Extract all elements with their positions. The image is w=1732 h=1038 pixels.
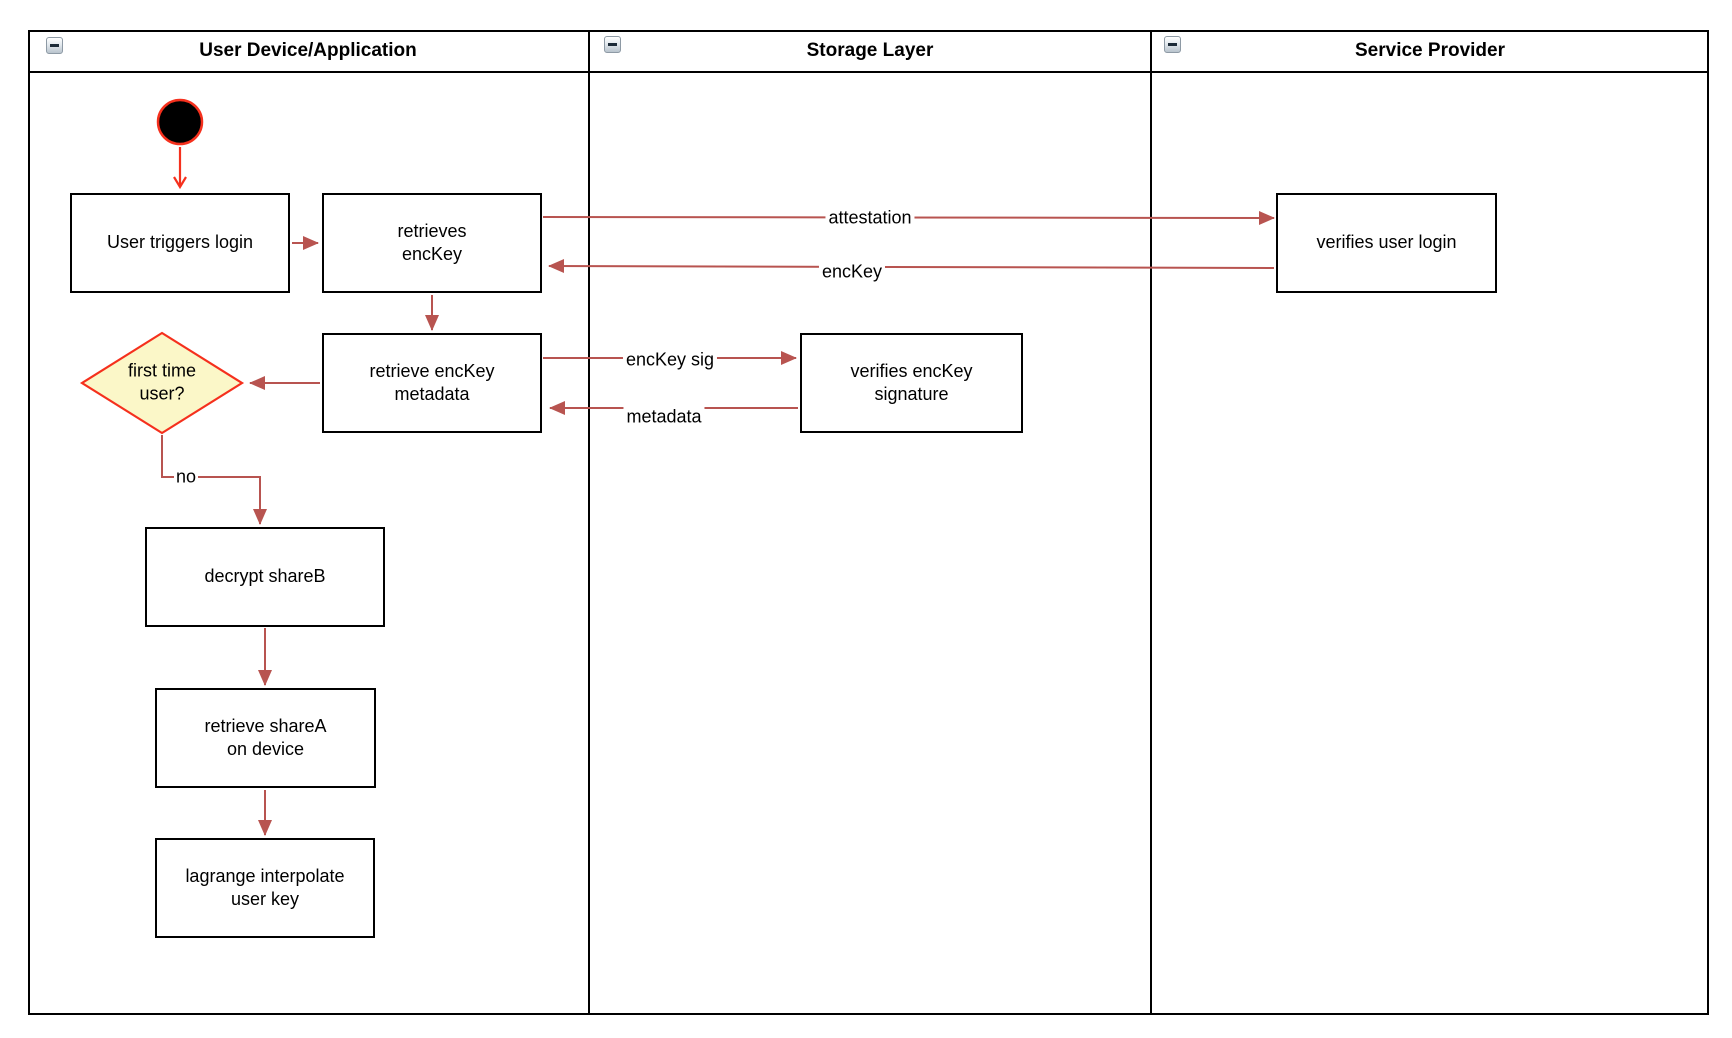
node-label: retrieves encKey	[397, 220, 467, 264]
edge-label-attestation: attestation	[825, 207, 915, 229]
edge-label-no: no	[173, 466, 199, 488]
edge-label-metadata: metadata	[623, 406, 705, 428]
decision-label-first-time-user: first time user?	[127, 360, 197, 404]
node-retrieves-enckey[interactable]: retrieves encKey	[322, 193, 542, 293]
node-lagrange-interpolate-user-key[interactable]: lagrange interpolate user key	[155, 838, 375, 938]
node-verifies-user-login[interactable]: verifies user login	[1276, 193, 1497, 293]
node-label: verifies encKey signature	[850, 360, 973, 404]
node-user-triggers-login[interactable]: User triggers login	[70, 193, 290, 293]
minus-icon[interactable]	[604, 36, 621, 53]
minus-bar	[608, 43, 617, 46]
lane-divider	[588, 30, 590, 1015]
node-retrieve-enckey-metadata[interactable]: retrieve encKey metadata	[322, 333, 542, 433]
edge-label-enckey-sig: encKey sig	[622, 349, 718, 371]
lane-divider	[1150, 30, 1152, 1015]
minus-icon[interactable]	[1164, 36, 1181, 53]
lane-title-storage-layer: Storage Layer	[806, 40, 934, 61]
node-label: User triggers login	[106, 232, 254, 253]
node-label: verifies user login	[1316, 232, 1457, 253]
node-decrypt-shareb[interactable]: decrypt shareB	[145, 527, 385, 627]
lane-header-separator	[28, 71, 1709, 73]
node-label: lagrange interpolate user key	[185, 865, 345, 909]
minus-icon[interactable]	[46, 37, 63, 54]
node-verifies-enckey-signature[interactable]: verifies encKey signature	[800, 333, 1023, 433]
minus-bar	[50, 44, 59, 47]
edge-label-enckey: encKey	[818, 261, 886, 283]
node-label: retrieve encKey metadata	[369, 360, 495, 404]
node-retrieve-sharea-on-device[interactable]: retrieve shareA on device	[155, 688, 376, 788]
minus-bar	[1168, 43, 1177, 46]
node-label: retrieve shareA on device	[204, 715, 327, 759]
node-label: decrypt shareB	[204, 566, 326, 587]
lane-title-service-provider: Service Provider	[1355, 40, 1505, 61]
lane-title-user-device: User Device/Application	[199, 40, 417, 61]
